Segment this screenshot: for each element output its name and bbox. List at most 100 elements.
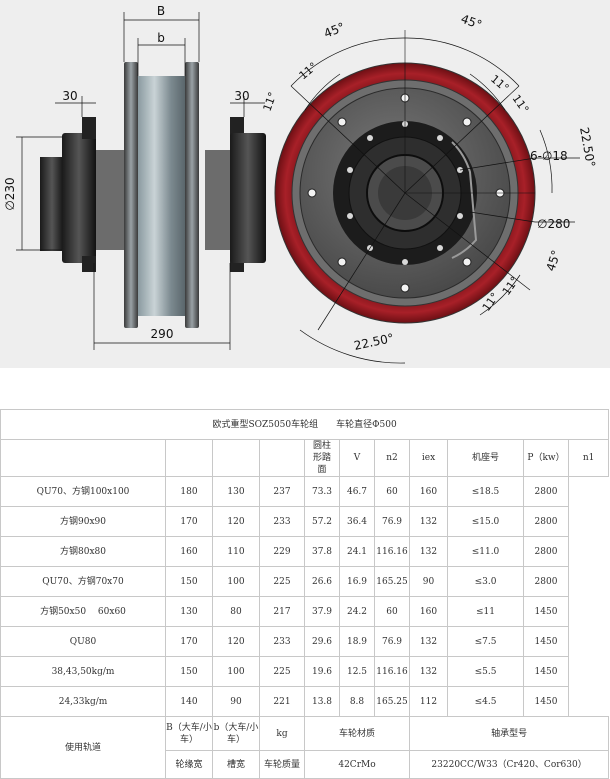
cell-n1: 2800 bbox=[523, 536, 569, 567]
cell-b: 100 bbox=[212, 656, 260, 687]
cell-n2: 24.2 bbox=[339, 596, 375, 627]
wheel-drawing-svg: B b 30 30 ∅230 290 bbox=[3, 4, 598, 364]
cell-rail: QU70、方钢100x100 bbox=[0, 476, 166, 507]
cell-p: ≤4.5 bbox=[447, 686, 524, 717]
cell-v: 13.8 bbox=[304, 686, 340, 717]
cell-p: ≤15.0 bbox=[447, 506, 524, 537]
cell-iex: 76.9 bbox=[374, 626, 410, 657]
cell-n1: 2800 bbox=[523, 566, 569, 597]
b-outer-footer-label: B（大车/小车） bbox=[165, 716, 213, 751]
keyway-edge bbox=[451, 141, 478, 259]
disc-bolt bbox=[337, 117, 347, 127]
cell-kg: 237 bbox=[259, 476, 305, 507]
cell-kg: 217 bbox=[259, 596, 305, 627]
cell-kg: 229 bbox=[259, 536, 305, 567]
material-value: 42CrMo bbox=[304, 750, 410, 779]
cell-iex: 60 bbox=[374, 476, 410, 507]
cell-n2: 12.5 bbox=[339, 656, 375, 687]
wheel-drawing: B b 30 30 ∅230 290 bbox=[0, 0, 610, 368]
cell-b: 110 bbox=[212, 536, 260, 567]
cell-n1: 1450 bbox=[523, 626, 569, 657]
cell-b: 140 bbox=[165, 686, 213, 717]
col-header-power: P（kw） bbox=[523, 439, 569, 477]
cell-b: 170 bbox=[165, 626, 213, 657]
col-header-n2: n2 bbox=[374, 439, 410, 477]
disc-bolt bbox=[462, 117, 472, 127]
cell-n2: 24.1 bbox=[339, 536, 375, 567]
hub-bolt bbox=[367, 135, 373, 141]
right-hub-body bbox=[205, 150, 233, 250]
angle-small-label: 11° bbox=[510, 92, 532, 115]
cell-v: 73.3 bbox=[304, 476, 340, 507]
left-housing-boss-top bbox=[82, 117, 96, 139]
cell-b: 170 bbox=[165, 506, 213, 537]
angle-bottom-label: 22.50° bbox=[353, 331, 395, 353]
cell-rail: QU70、方钢70x70 bbox=[0, 566, 166, 597]
cell-p: ≤7.5 bbox=[447, 626, 524, 657]
left-shaft-end bbox=[40, 157, 64, 251]
cell-iex: 116.16 bbox=[374, 656, 410, 687]
disc-bolt bbox=[400, 283, 410, 293]
cell-n2: 46.7 bbox=[339, 476, 375, 507]
dim-length-label: 290 bbox=[151, 327, 174, 341]
col-header-n1: n1 bbox=[567, 439, 610, 477]
hub-bolt bbox=[402, 259, 408, 265]
cell-frame: 112 bbox=[409, 686, 448, 717]
hub-bolt bbox=[347, 167, 353, 173]
angle-right-label: 22.50° bbox=[577, 126, 598, 168]
table-title: 欧式重型SOZ5050车轮组 车轮直径Φ500 bbox=[0, 409, 610, 440]
cell-b: 90 bbox=[212, 686, 260, 717]
angle-right-low-label: 45° bbox=[544, 248, 564, 273]
cell-b: 160 bbox=[165, 536, 213, 567]
footer-value-row: 轮缘宽 槽宽 车轮质量 42CrMo 23220CC/W33（Cr420、Cor… bbox=[1, 750, 610, 779]
table-header-row: 圆柱形踏面 V n2 iex 机座号 P（kw） n1 bbox=[0, 439, 610, 477]
cell-iex: 116.16 bbox=[374, 536, 410, 567]
left-bearing-housing bbox=[62, 133, 96, 263]
cell-n2: 36.4 bbox=[339, 506, 375, 537]
cell-iex: 165.25 bbox=[374, 686, 410, 717]
kg-footer-label: kg bbox=[259, 716, 305, 751]
cell-frame: 132 bbox=[409, 506, 448, 537]
cell-rail: 方钢90x90 bbox=[0, 506, 166, 537]
cell-rail: 方钢50x50 60x60 bbox=[0, 596, 166, 627]
cell-iex: 165.25 bbox=[374, 566, 410, 597]
cell-frame: 160 bbox=[409, 476, 448, 507]
cell-n1: 1450 bbox=[523, 596, 569, 627]
disc-bolt bbox=[462, 257, 472, 267]
wheel-mass-label: 车轮质量 bbox=[259, 750, 305, 779]
cell-b: 80 bbox=[212, 596, 260, 627]
right-bearing-housing bbox=[230, 133, 266, 263]
cell-kg: 225 bbox=[259, 656, 305, 687]
cell-b: 130 bbox=[165, 596, 213, 627]
cell-frame: 132 bbox=[409, 656, 448, 687]
dim-b-label: b bbox=[157, 31, 165, 45]
angle-top-left-label: 45° bbox=[322, 20, 347, 41]
cell-kg: 225 bbox=[259, 566, 305, 597]
disc-bolt bbox=[307, 188, 317, 198]
cell-b: 120 bbox=[212, 626, 260, 657]
cell-n1: 2800 bbox=[523, 476, 569, 507]
col-header-frame: 机座号 bbox=[447, 439, 524, 477]
dia-280-label: ∅280 bbox=[537, 217, 570, 231]
cell-n1: 2800 bbox=[523, 506, 569, 537]
cell-v: 19.6 bbox=[304, 656, 340, 687]
cell-b: 150 bbox=[165, 566, 213, 597]
cell-iex: 60 bbox=[374, 596, 410, 627]
cell-frame: 160 bbox=[409, 596, 448, 627]
left-flange bbox=[124, 62, 138, 328]
cell-rail: 方钢80x80 bbox=[0, 536, 166, 567]
spec-table: 欧式重型SOZ5050车轮组 车轮直径Φ500 圆柱形踏面 V n2 iex 机… bbox=[0, 409, 610, 779]
cell-rail: 24,33kg/m bbox=[0, 686, 166, 717]
side-view: B b 30 30 ∅230 290 bbox=[3, 4, 266, 350]
cell-n2: 8.8 bbox=[339, 686, 375, 717]
cell-frame: 132 bbox=[409, 536, 448, 567]
cell-p: ≤3.0 bbox=[447, 566, 524, 597]
cell-frame: 132 bbox=[409, 626, 448, 657]
hub-bolt bbox=[457, 213, 463, 219]
cell-n2: 18.9 bbox=[339, 626, 375, 657]
